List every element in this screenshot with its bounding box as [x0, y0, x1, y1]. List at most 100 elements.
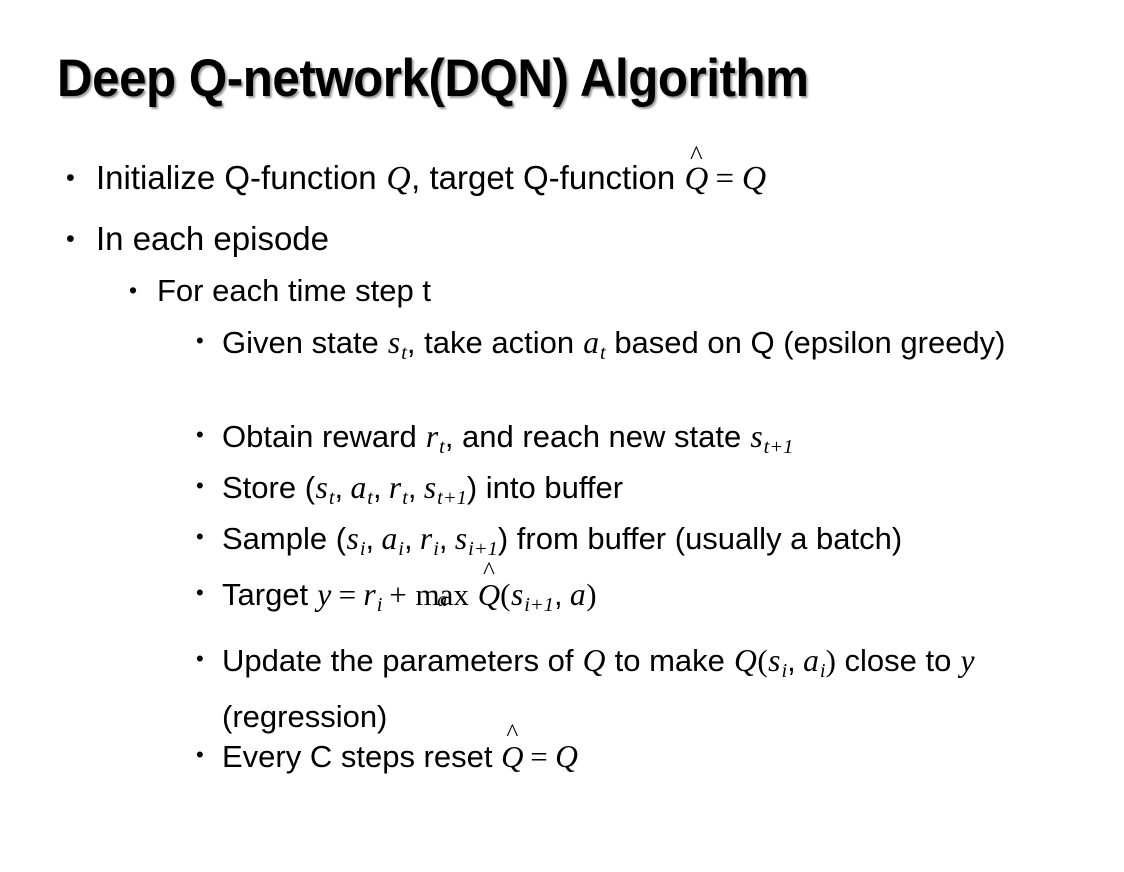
math-symbol-Q-base: Q	[501, 739, 524, 774]
bullet-given-state-take-action-text: Given state st, take action at based on …	[222, 320, 1076, 376]
text-run: ,	[365, 521, 375, 556]
bullet-marker-icon: •	[66, 225, 75, 253]
math-subscript-i: i	[781, 659, 788, 682]
math-subscript-t: t	[401, 341, 407, 364]
math-symbol-s: s	[454, 521, 468, 556]
text-run: Given state	[222, 325, 388, 360]
text-run: close to	[835, 643, 960, 678]
math-symbol-y: y	[317, 577, 332, 612]
math-subscript-i: i	[819, 659, 826, 682]
math-symbol-s: s	[387, 325, 401, 360]
math-subscript-t: t	[328, 486, 335, 509]
bullet-sample-from-buffer-text: Sample (si,ai,ri,si+1) from buffer (usua…	[222, 516, 1096, 572]
hat-accent-icon: ^	[690, 140, 703, 171]
text-run: based on Q (epsilon greedy)	[605, 325, 1006, 360]
math-symbol-s: s	[510, 577, 524, 612]
text-run: (regression)	[222, 698, 388, 734]
bullet-initialize-q-function: • Initialize Q-function Q, target Q-func…	[66, 142, 1106, 202]
bullet-sample-from-buffer: • Sample (si,ai,ri,si+1) from buffer (us…	[196, 516, 1096, 572]
text-run: to make	[605, 643, 734, 678]
hat-accent-icon: ^	[506, 719, 519, 748]
bullet-store-into-buffer: • Store (st,at,rt,st+1) into buffer	[196, 465, 1096, 521]
hat-accent-icon: ^	[482, 557, 495, 586]
text-run: Initialize Q-function	[96, 159, 386, 196]
math-subscript-t: t	[402, 486, 408, 509]
math-subscript-i: i	[376, 593, 383, 616]
bullet-marker-icon: •	[196, 328, 204, 353]
text-run: ) into buffer	[466, 470, 624, 505]
bullet-given-state-take-action: • Given state st, take action at based o…	[196, 320, 1076, 376]
math-paren-right: )	[825, 643, 836, 678]
bullet-marker-icon: •	[196, 742, 204, 767]
text-run: ) from buffer (usually a batch)	[497, 521, 903, 556]
bullet-marker-icon: •	[196, 473, 204, 498]
math-subscript-i: i	[398, 537, 404, 560]
bullet-marker-icon: •	[196, 580, 204, 605]
text-run: Store (	[222, 470, 316, 505]
text-run: ,	[372, 470, 382, 505]
math-subscript-t: t	[600, 341, 606, 364]
math-symbol-s: s	[315, 470, 328, 505]
math-symbol-Q-hat: ^Q	[477, 558, 501, 618]
bullet-obtain-reward: • Obtain reward rt, and reach new state …	[196, 414, 1096, 470]
text-run: ,	[787, 643, 796, 678]
text-run: ,	[407, 470, 417, 505]
text-run: , and reach new state	[444, 419, 750, 454]
bullet-marker-icon: •	[196, 646, 204, 671]
math-symbol-r: r	[363, 577, 376, 612]
bullet-in-each-episode-text: In each episode	[96, 220, 330, 257]
text-run: ,	[553, 577, 563, 612]
math-symbol-Q-hat: ^Q	[684, 142, 708, 202]
math-symbol-Q: Q	[582, 643, 606, 678]
text-run: Sample (	[222, 521, 347, 556]
math-symbol-y: y	[960, 643, 975, 678]
math-operator-equals: =	[338, 577, 357, 612]
bullet-obtain-reward-text: Obtain reward rt, and reach new state st…	[222, 414, 1096, 470]
text-run: Every C steps reset	[222, 739, 502, 774]
bullet-marker-icon: •	[129, 277, 138, 303]
math-symbol-Q: Q	[386, 160, 411, 197]
bullet-update-parameters: • Update the parameters of Q to make Q(s…	[196, 638, 1091, 740]
bullet-store-into-buffer-text: Store (st,at,rt,st+1) into buffer	[222, 465, 1096, 521]
math-operator-equals: =	[715, 161, 735, 197]
bullet-in-each-episode: • In each episode	[66, 216, 1106, 262]
math-symbol-Q: Q	[733, 643, 757, 678]
text-run: , target Q-function	[411, 159, 685, 196]
math-symbol-s: s	[346, 521, 359, 556]
math-symbol-r: r	[388, 470, 402, 505]
math-subscript-t: t	[439, 435, 445, 458]
bullet-marker-icon: •	[66, 164, 75, 192]
math-subscript-i: i	[433, 537, 439, 560]
math-symbol-a: a	[569, 577, 586, 612]
math-subscript-t: t	[367, 486, 373, 509]
bullet-marker-icon: •	[196, 422, 204, 447]
math-subscript-i-plus-1: i+1	[468, 537, 498, 560]
bullet-for-each-time-step-text: For each time step t	[157, 273, 431, 308]
bullet-initialize-q-function-text: Initialize Q-function Q, target Q-functi…	[96, 142, 1106, 202]
math-symbol-Q: Q	[555, 739, 578, 774]
math-symbol-a: a	[583, 325, 600, 360]
math-paren-left: (	[500, 577, 511, 612]
text-run: ,	[403, 521, 413, 556]
page-title: Deep Q-network(DQN) Algorithm	[57, 49, 809, 108]
math-symbol-Q-base: Q	[477, 577, 501, 612]
math-subscript-i-plus-1: i+1	[524, 593, 554, 616]
math-symbol-s: s	[768, 643, 781, 678]
text-run: Target	[222, 577, 317, 612]
math-symbol-s: s	[423, 470, 437, 505]
math-subscript-t-plus-1: t+1	[437, 486, 467, 509]
text-run: ,	[334, 470, 344, 505]
text-run: ,	[438, 521, 448, 556]
math-symbol-a: a	[803, 643, 819, 678]
math-subscript-i: i	[359, 537, 366, 560]
bullet-for-each-time-step: • For each time step t	[129, 269, 1109, 313]
max-label: max	[415, 577, 469, 612]
math-subscript-t-plus-1: t+1	[763, 435, 794, 458]
text-run: Obtain reward	[222, 419, 426, 454]
math-symbol-r: r	[425, 419, 439, 454]
text-run: , take action	[406, 325, 583, 360]
bullet-every-c-steps-reset: • Every C steps reset ^Q=Q	[196, 720, 1096, 780]
